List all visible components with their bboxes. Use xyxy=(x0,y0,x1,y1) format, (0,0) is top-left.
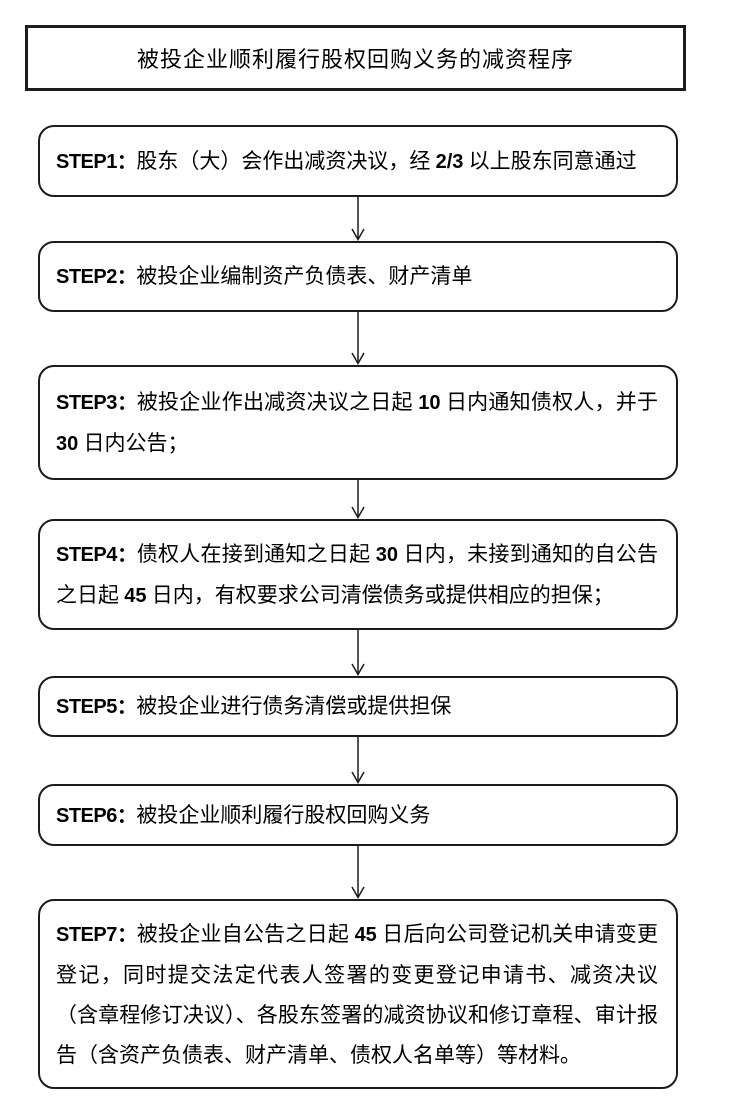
flowchart-page: 被投企业顺利履行股权回购义务的减资程序 STEP1：股东（大）会作出减资决议，经… xyxy=(0,25,736,1118)
step-number: 30 xyxy=(56,432,79,455)
step-phrase: 日内，有权要求公司清偿债务或提供相应的担保； xyxy=(146,582,614,607)
step-box-1: STEP1：股东（大）会作出减资决议，经 2/3 以上股东同意通过 xyxy=(38,125,678,197)
step-phrase: 股东（大）会作出减资决议，经 xyxy=(136,148,436,173)
step-phrase: 日内公告； xyxy=(78,430,189,455)
step-label-6: STEP6： xyxy=(56,804,137,827)
step-phrase: 日内，未接到通知的自公告之日起 xyxy=(56,541,658,607)
step-number: 2/3 xyxy=(435,150,464,173)
step-phrase: 被投企业自公告之日起 xyxy=(136,921,355,946)
down-arrow-icon xyxy=(351,197,365,241)
step-phrase: 被投企业作出减资决议之日起 xyxy=(136,389,419,414)
step-label-3: STEP3： xyxy=(56,391,137,414)
step-text-2: STEP2：被投企业编制资产负债表、财产清单 xyxy=(40,256,490,297)
step-number: 10 xyxy=(418,391,441,414)
step-text-6: STEP6：被投企业顺利履行股权回购义务 xyxy=(40,795,448,836)
step-text-3: STEP3：被投企业作出减资决议之日起 10 日内通知债权人，并于 30 日内公… xyxy=(40,382,676,464)
step-number: 45 xyxy=(354,923,377,946)
connector-2 xyxy=(38,312,678,365)
step-text-7: STEP7：被投企业自公告之日起 45 日后向公司登记机关申请变更登记，同时提交… xyxy=(40,914,676,1075)
connector-4 xyxy=(38,630,678,676)
down-arrow-icon xyxy=(351,480,365,519)
connector-6 xyxy=(38,846,678,899)
down-arrow-icon xyxy=(351,312,365,365)
step-phrase: 被投企业进行债务清偿或提供担保 xyxy=(136,694,452,718)
step-text-5: STEP5：被投企业进行债务清偿或提供担保 xyxy=(40,686,469,727)
step-number: 45 xyxy=(124,584,147,607)
down-arrow-icon xyxy=(351,630,365,676)
step-phrase: 被投企业编制资产负债表、财产清单 xyxy=(136,264,473,288)
step-number: 30 xyxy=(375,543,399,566)
step-box-2: STEP2：被投企业编制资产负债表、财产清单 xyxy=(38,241,678,312)
step-label-1: STEP1： xyxy=(56,150,137,173)
step-phrase: 日内通知债权人，并于 xyxy=(440,389,658,414)
step-phrase: 债权人在接到通知之日起 xyxy=(136,541,376,566)
down-arrow-icon xyxy=(351,846,365,899)
connector-5 xyxy=(38,737,678,784)
step-box-3: STEP3：被投企业作出减资决议之日起 10 日内通知债权人，并于 30 日内公… xyxy=(38,365,678,480)
step-label-5: STEP5： xyxy=(56,696,137,718)
step-label-7: STEP7： xyxy=(56,923,137,946)
flowchart-title: 被投企业顺利履行股权回购义务的减资程序 xyxy=(136,47,574,72)
step-box-7: STEP7：被投企业自公告之日起 45 日后向公司登记机关申请变更登记，同时提交… xyxy=(38,899,678,1089)
step-text-4: STEP4：债权人在接到通知之日起 30 日内，未接到通知的自公告之日起 45 … xyxy=(40,534,676,616)
title-box: 被投企业顺利履行股权回购义务的减资程序 xyxy=(25,25,686,91)
connector-1 xyxy=(38,197,678,241)
step-text-1: STEP1：股东（大）会作出减资决议，经 2/3 以上股东同意通过 xyxy=(40,141,655,182)
step-box-4: STEP4：债权人在接到通知之日起 30 日内，未接到通知的自公告之日起 45 … xyxy=(38,519,678,630)
step-box-6: STEP6：被投企业顺利履行股权回购义务 xyxy=(38,784,678,846)
step-label-4: STEP4： xyxy=(56,543,137,566)
down-arrow-icon xyxy=(351,737,365,784)
step-box-5: STEP5：被投企业进行债务清偿或提供担保 xyxy=(38,676,678,737)
step-label-2: STEP2： xyxy=(56,266,137,288)
connector-3 xyxy=(38,480,678,519)
step-phrase: 被投企业顺利履行股权回购义务 xyxy=(136,802,431,827)
step-phrase: 日后向公司登记机关申请变更登记，同时提交法定代表人签署的变更登记申请书、减资决议… xyxy=(56,921,659,1067)
step-phrase: 以上股东同意通过 xyxy=(463,148,637,173)
